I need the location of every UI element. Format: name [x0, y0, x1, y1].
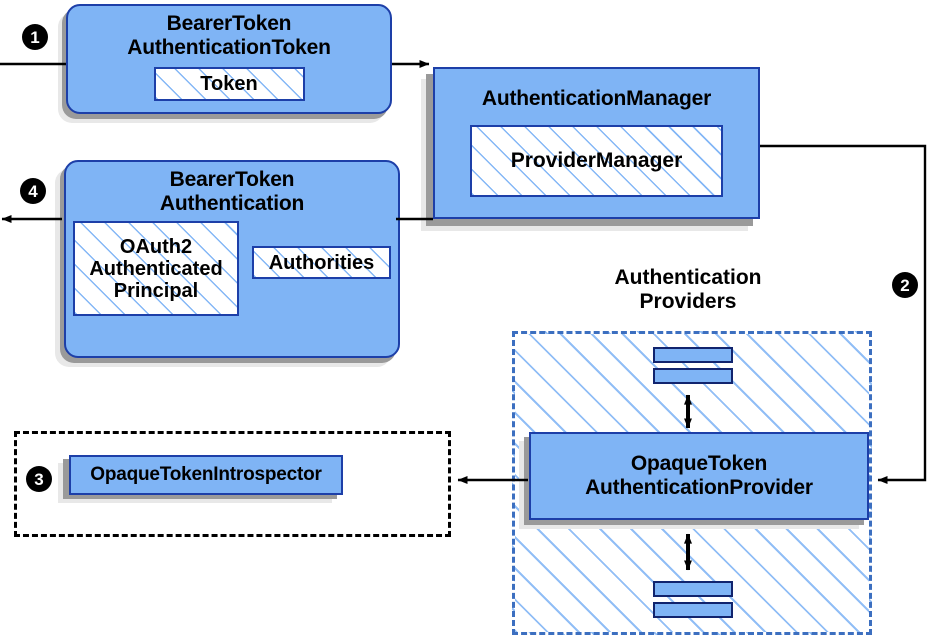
- bearer-token-authentication[interactable]: BearerToken Authentication OAuth2 Authen…: [64, 160, 400, 358]
- provider-manager-label: ProviderManager: [510, 148, 683, 172]
- token-label: Token: [200, 73, 258, 96]
- opaque-token-introspector-title: OpaqueTokenIntrospector: [90, 464, 322, 486]
- token-box[interactable]: Token: [153, 67, 305, 102]
- provider-manager-box[interactable]: ProviderManager: [470, 124, 723, 197]
- provider-stub-top-1: [653, 347, 733, 363]
- step-badge-4-number: 4: [28, 181, 38, 201]
- authorities-box[interactable]: Authorities: [252, 246, 391, 280]
- authorities-label: Authorities: [268, 251, 375, 274]
- oauth2-authenticated-principal-label: OAuth2 Authenticated Principal: [89, 235, 223, 302]
- bearer-token-authentication-title: BearerToken Authentication: [159, 168, 305, 215]
- opaque-token-authentication-provider[interactable]: OpaqueToken AuthenticationProvider: [529, 432, 869, 520]
- introspector-group: [14, 431, 451, 537]
- step-badge-3-number: 3: [34, 469, 44, 489]
- step-badge-1-number: 1: [30, 27, 40, 47]
- step-badge-3: 3: [26, 466, 52, 492]
- bearer-token-authentication-token[interactable]: BearerToken AuthenticationToken Token: [66, 4, 392, 114]
- opaque-token-introspector[interactable]: OpaqueTokenIntrospector: [69, 455, 343, 495]
- provider-stub-bottom-2: [653, 602, 733, 618]
- authentication-manager[interactable]: AuthenticationManager ProviderManager: [433, 67, 760, 219]
- oauth2-authenticated-principal-box[interactable]: OAuth2 Authenticated Principal: [73, 221, 239, 317]
- authentication-manager-title: AuthenticationManager: [481, 87, 712, 110]
- step-badge-4: 4: [20, 178, 46, 204]
- bearer-token-authentication-token-title: BearerToken AuthenticationToken: [127, 12, 331, 59]
- step-badge-2: 2: [892, 272, 918, 298]
- opaque-token-authentication-provider-title: OpaqueToken AuthenticationProvider: [585, 452, 813, 499]
- provider-stub-top-2: [653, 368, 733, 384]
- authentication-providers-label: Authentication Providers: [614, 266, 762, 313]
- provider-stub-bottom-1: [653, 581, 733, 597]
- step-badge-1: 1: [22, 24, 48, 50]
- step-badge-2-number: 2: [900, 275, 910, 295]
